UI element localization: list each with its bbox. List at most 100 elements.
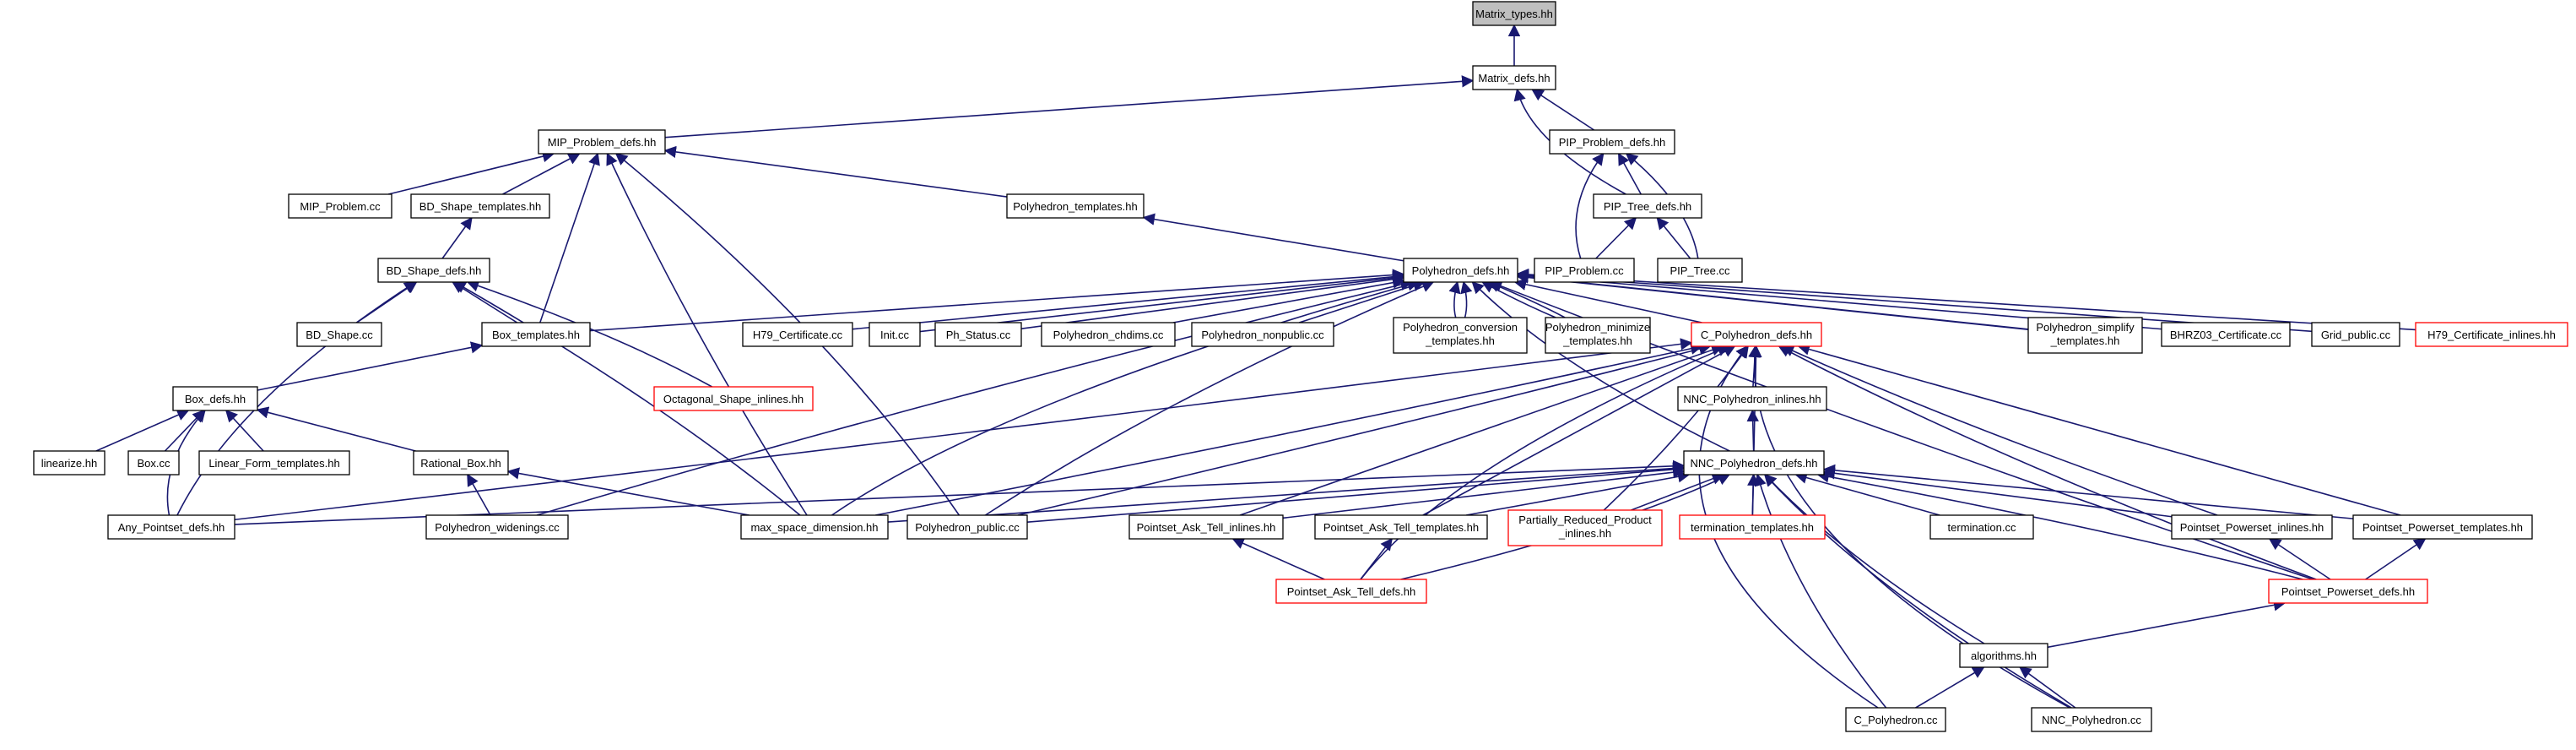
node-box[interactable] xyxy=(481,322,591,347)
node-nnc-defs[interactable]: NNC_Polyhedron_defs.hh xyxy=(1683,450,1825,476)
node-rational-box[interactable]: Rational_Box.hh xyxy=(413,450,509,476)
node-pp-defs[interactable]: Pointset_Powerset_defs.hh xyxy=(2268,579,2428,604)
node-h79-cc[interactable]: H79_Certificate.cc xyxy=(742,322,853,347)
node-nnc-poly-cc[interactable]: NNC_Polyhedron.cc xyxy=(2031,707,2152,732)
node-box[interactable] xyxy=(1657,258,1743,283)
node-mip-cc[interactable]: MIP_Problem.cc xyxy=(288,193,392,219)
node-box[interactable] xyxy=(107,514,235,540)
node-box-cc[interactable]: Box.cc xyxy=(127,450,180,476)
node-box[interactable] xyxy=(1507,509,1663,546)
node-poly-chdims[interactable]: Polyhedron_chdims.cc xyxy=(1041,322,1176,347)
node-box[interactable] xyxy=(410,193,550,219)
node-box[interactable] xyxy=(1959,643,2048,668)
node-pip-defs[interactable]: PIP_Problem_defs.hh xyxy=(1549,129,1675,155)
node-box[interactable] xyxy=(33,450,106,476)
node-box[interactable] xyxy=(2031,707,2152,732)
node-box-templates[interactable]: Box_templates.hh xyxy=(481,322,591,347)
node-pip-problem-cc[interactable]: PIP_Problem.cc xyxy=(1534,258,1635,283)
node-pip-tree-defs[interactable]: PIP_Tree_defs.hh xyxy=(1593,193,1702,219)
node-ph-status[interactable]: Ph_Status.cc xyxy=(934,322,1022,347)
node-box[interactable] xyxy=(1472,65,1556,90)
node-box[interactable] xyxy=(127,450,180,476)
node-linearize[interactable]: linearize.hh xyxy=(33,450,106,476)
node-box[interactable] xyxy=(1314,514,1488,540)
node-box[interactable] xyxy=(425,514,569,540)
node-poly-templates[interactable]: Polyhedron_templates.hh xyxy=(1006,193,1145,219)
node-poly-widenings[interactable]: Polyhedron_widenings.cc xyxy=(425,514,569,540)
node-poly-minimize[interactable]: Polyhedron_minimize_templates.hh xyxy=(1545,317,1651,354)
node-box[interactable] xyxy=(296,322,382,347)
node-box[interactable] xyxy=(2171,514,2333,540)
node-box[interactable] xyxy=(740,514,889,540)
node-pat-templates[interactable]: Pointset_Ask_Tell_templates.hh xyxy=(1314,514,1488,540)
node-bds-templates[interactable]: BD_Shape_templates.hh xyxy=(410,193,550,219)
node-box[interactable] xyxy=(742,322,853,347)
node-pip-tree-cc[interactable]: PIP_Tree.cc xyxy=(1657,258,1743,283)
node-box[interactable] xyxy=(2268,579,2428,604)
node-prp-inlines[interactable]: Partially_Reduced_Product_inlines.hh xyxy=(1507,509,1663,546)
node-box[interactable] xyxy=(1006,193,1145,219)
node-termination-cc[interactable]: termination.cc xyxy=(1929,514,2034,540)
node-box[interactable] xyxy=(1683,450,1825,476)
node-box[interactable] xyxy=(377,258,490,283)
node-poly-nonpublic[interactable]: Polyhedron_nonpublic.cc xyxy=(1191,322,1334,347)
node-box[interactable] xyxy=(1679,514,1826,540)
node-box[interactable] xyxy=(1549,129,1675,155)
node-box[interactable] xyxy=(2352,514,2533,540)
node-bds-defs[interactable]: BD_Shape_defs.hh xyxy=(377,258,490,283)
node-poly-conversion[interactable]: Polyhedron_conversion_templates.hh xyxy=(1393,317,1528,354)
node-box[interactable] xyxy=(2161,322,2291,347)
node-box[interactable] xyxy=(1593,193,1702,219)
node-term-templates[interactable]: termination_templates.hh xyxy=(1679,514,1826,540)
node-box[interactable] xyxy=(1929,514,2034,540)
node-init-cc[interactable]: Init.cc xyxy=(869,322,921,347)
node-pat-defs[interactable]: Pointset_Ask_Tell_defs.hh xyxy=(1275,579,1427,604)
node-box[interactable] xyxy=(869,322,921,347)
node-c-poly-defs[interactable]: C_Polyhedron_defs.hh xyxy=(1691,322,1822,347)
node-box[interactable] xyxy=(2027,317,2143,354)
node-box[interactable] xyxy=(1691,322,1822,347)
node-matrix-defs[interactable]: Matrix_defs.hh xyxy=(1472,65,1556,90)
node-lin-form[interactable]: Linear_Form_templates.hh xyxy=(198,450,350,476)
node-box[interactable] xyxy=(1393,317,1528,354)
node-box[interactable] xyxy=(2311,322,2400,347)
node-box[interactable] xyxy=(906,514,1028,540)
node-box[interactable] xyxy=(1128,514,1284,540)
node-nnc-inlines[interactable]: NNC_Polyhedron_inlines.hh xyxy=(1677,386,1827,411)
node-algorithms[interactable]: algorithms.hh xyxy=(1959,643,2048,668)
node-poly-public[interactable]: Polyhedron_public.cc xyxy=(906,514,1028,540)
node-box[interactable] xyxy=(1845,707,1946,732)
node-box[interactable] xyxy=(1472,1,1556,26)
node-matrix-types[interactable]: Matrix_types.hh xyxy=(1472,1,1556,26)
node-bhrz03[interactable]: BHRZ03_Certificate.cc xyxy=(2161,322,2291,347)
node-bds-cc[interactable]: BD_Shape.cc xyxy=(296,322,382,347)
node-pp-templates[interactable]: Pointset_Powerset_templates.hh xyxy=(2352,514,2533,540)
node-box[interactable] xyxy=(1534,258,1635,283)
node-h79-inlines[interactable]: H79_Certificate_inlines.hh xyxy=(2415,322,2568,347)
node-box[interactable] xyxy=(1275,579,1427,604)
node-oct-inlines[interactable]: Octagonal_Shape_inlines.hh xyxy=(653,386,814,411)
node-box[interactable] xyxy=(1191,322,1334,347)
node-grid-public[interactable]: Grid_public.cc xyxy=(2311,322,2400,347)
node-box[interactable] xyxy=(2415,322,2568,347)
node-mip-defs[interactable]: MIP_Problem_defs.hh xyxy=(538,129,666,155)
node-box[interactable] xyxy=(288,193,392,219)
node-pp-inlines[interactable]: Pointset_Powerset_inlines.hh xyxy=(2171,514,2333,540)
node-box[interactable] xyxy=(653,386,814,411)
node-box[interactable] xyxy=(172,386,258,411)
node-box[interactable] xyxy=(413,450,509,476)
node-box[interactable] xyxy=(934,322,1022,347)
node-any-pointset[interactable]: Any_Pointset_defs.hh xyxy=(107,514,235,540)
node-box[interactable] xyxy=(1403,258,1518,283)
node-max-space[interactable]: max_space_dimension.hh xyxy=(740,514,889,540)
node-box-defs[interactable]: Box_defs.hh xyxy=(172,386,258,411)
node-box[interactable] xyxy=(538,129,666,155)
node-poly-simplify[interactable]: Polyhedron_simplify_templates.hh xyxy=(2027,317,2143,354)
node-c-poly-cc[interactable]: C_Polyhedron.cc xyxy=(1845,707,1946,732)
node-box[interactable] xyxy=(1041,322,1176,347)
node-box[interactable] xyxy=(198,450,350,476)
node-box[interactable] xyxy=(1545,317,1651,354)
node-box[interactable] xyxy=(1677,386,1827,411)
node-poly-defs[interactable]: Polyhedron_defs.hh xyxy=(1403,258,1518,283)
node-pat-inlines[interactable]: Pointset_Ask_Tell_inlines.hh xyxy=(1128,514,1284,540)
